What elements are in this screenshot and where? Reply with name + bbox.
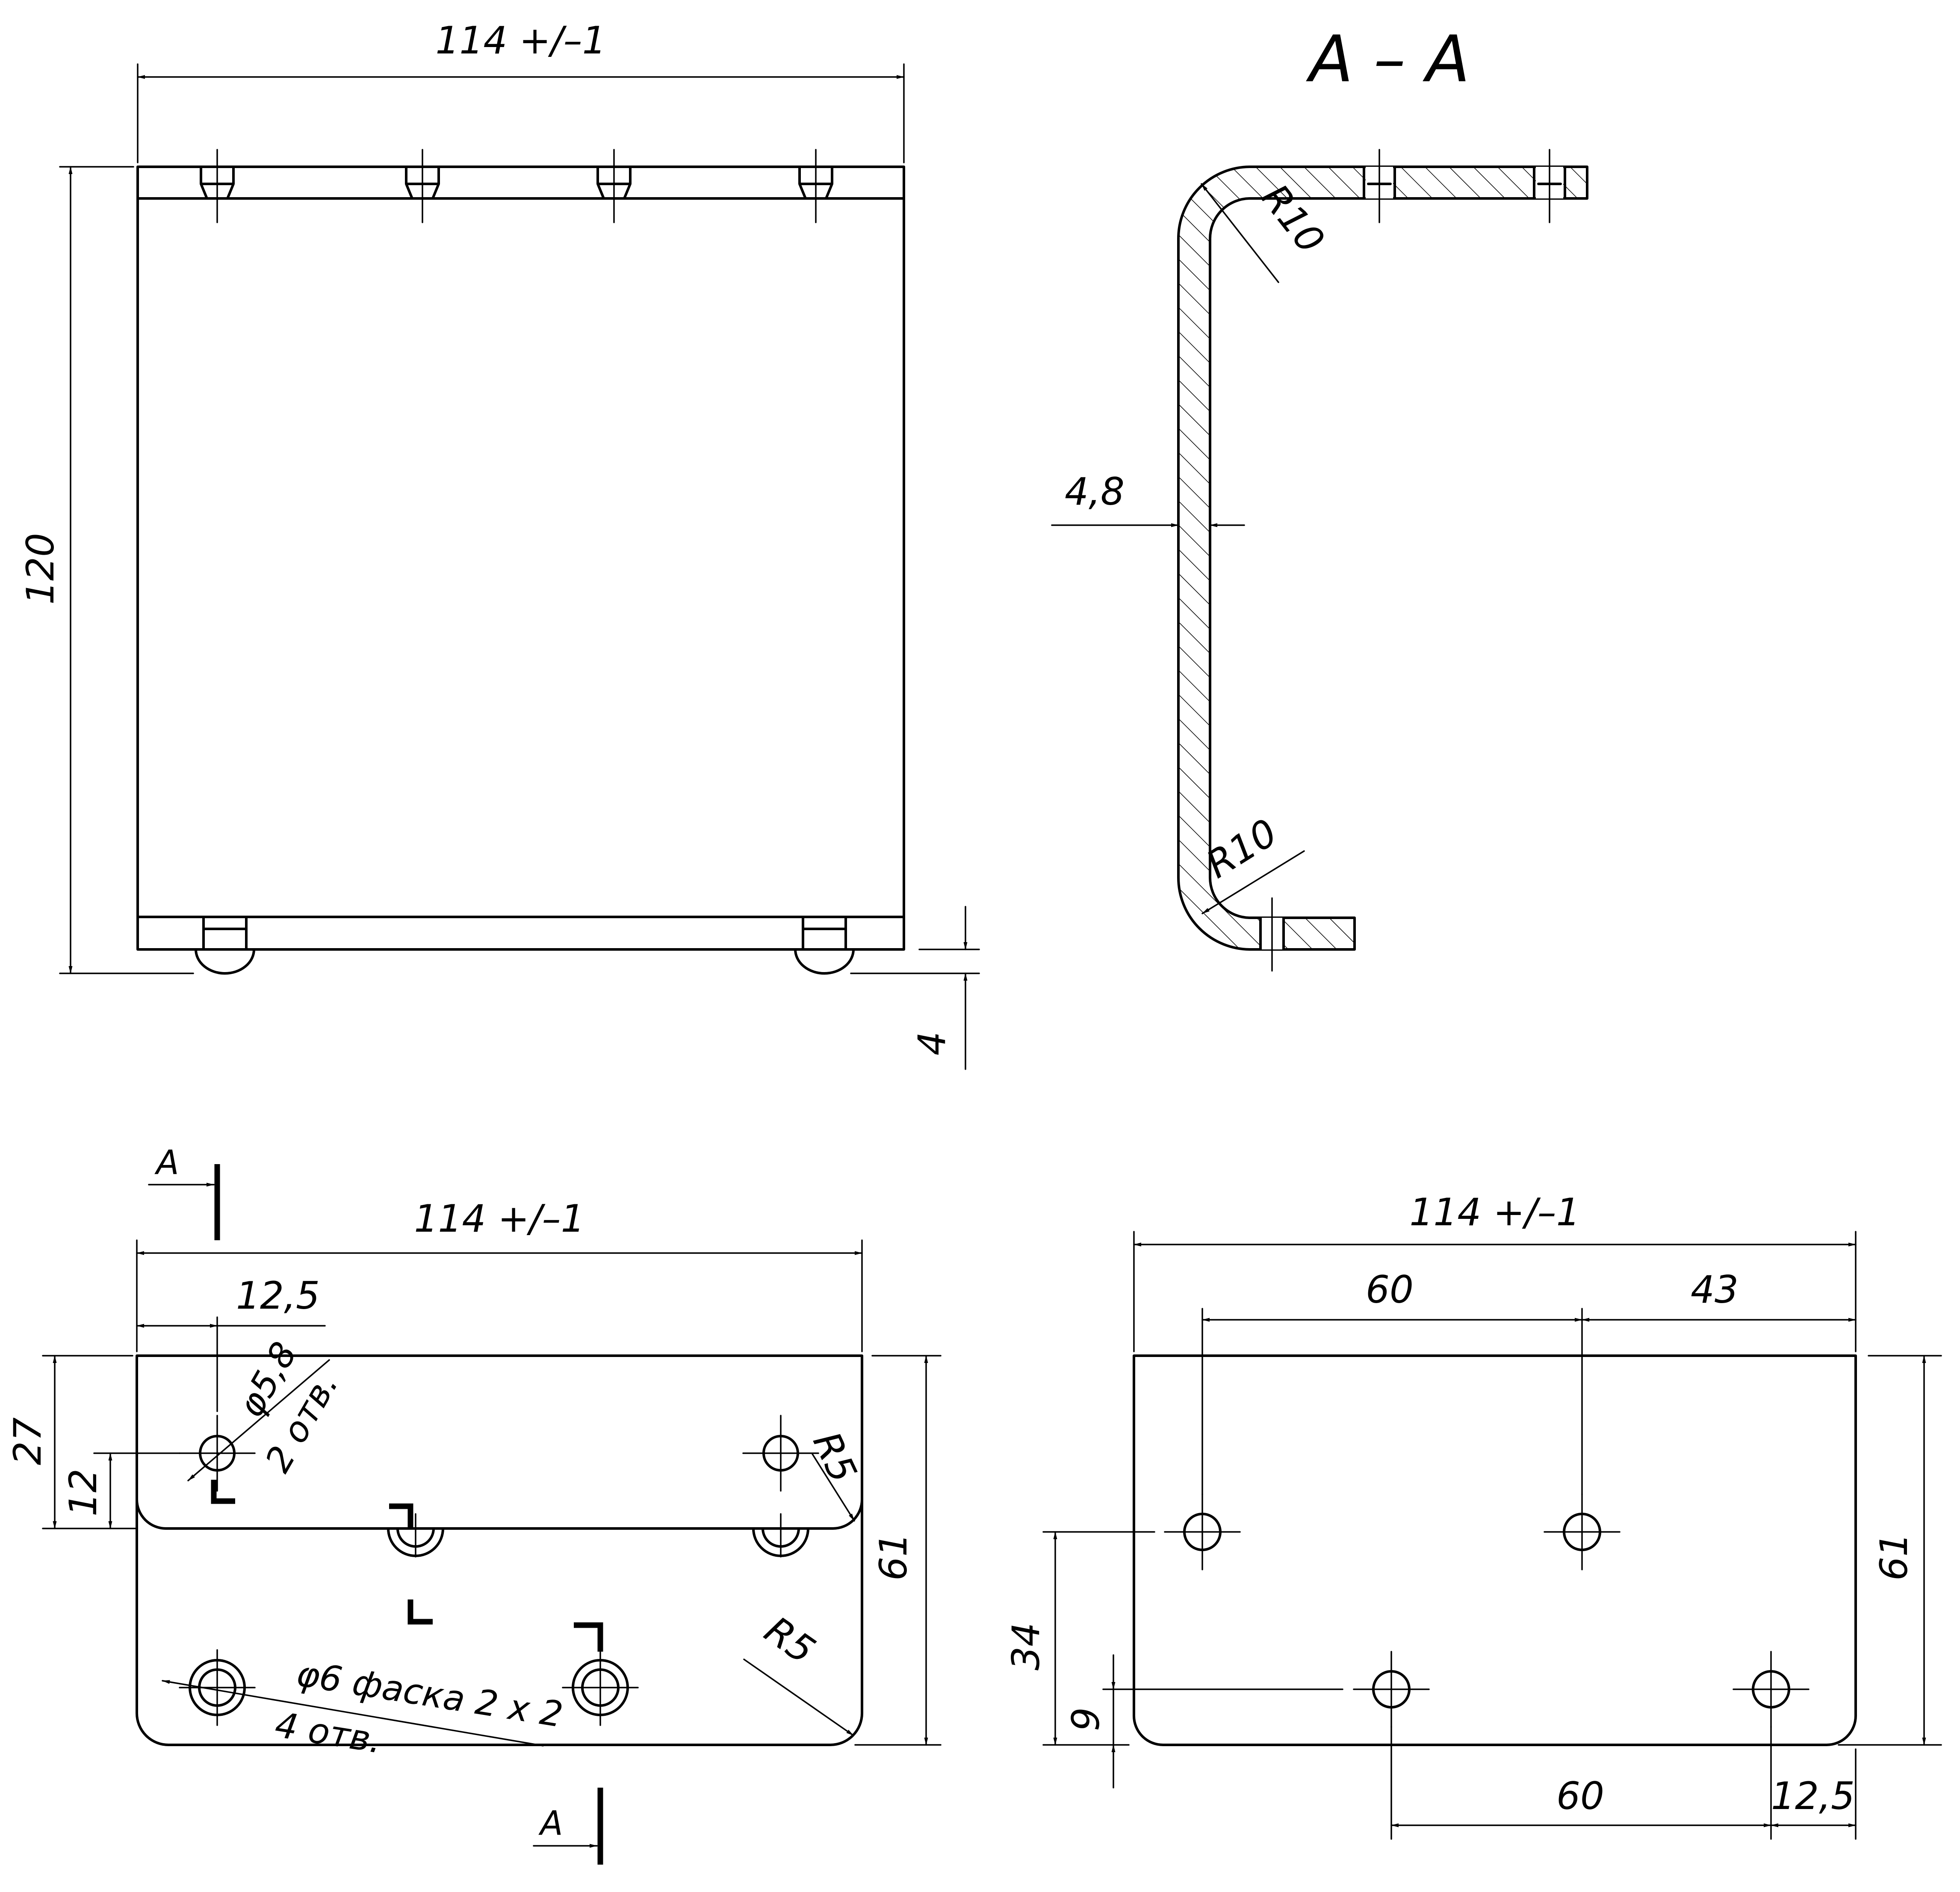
spacing-12-5-label: 12,5	[1771, 1774, 1855, 1818]
section-label-bottom: A	[538, 1804, 563, 1843]
height-12-label: 12	[61, 1469, 105, 1517]
section-profile	[1177, 166, 1588, 951]
spacing-60-top-label: 60	[1366, 1268, 1414, 1312]
rivet-head	[794, 916, 855, 975]
front-view: 114 +/–1 120 4	[18, 18, 980, 1070]
corner-mark	[574, 1622, 603, 1652]
protrusion-dim-label: 4	[910, 1032, 954, 1055]
height-34-label: 34	[1004, 1623, 1048, 1670]
side-outline	[1133, 1354, 1857, 1746]
corner-mark	[389, 1503, 413, 1528]
front-view-body	[136, 166, 905, 951]
countersunk-hole	[596, 149, 632, 223]
countersunk-hole	[405, 149, 440, 223]
side-hole	[1733, 1651, 1809, 1728]
radius-lower-label: R5	[757, 1608, 823, 1673]
radius-bottom-label: R10	[1198, 810, 1284, 887]
small-hole	[742, 1415, 819, 1492]
plan-view: A A 114 +/–1 12,5 φ5,8 2 отв. 27 12 61	[6, 1144, 942, 1865]
height-dim-label: 120	[18, 533, 62, 605]
countersunk-hole	[200, 149, 235, 223]
width-dim-label: 114 +/–1	[435, 18, 606, 62]
section-view: A – A 4,8 R10 R10	[1051, 22, 1588, 972]
section-label-top: A	[154, 1144, 179, 1182]
plan-outline	[136, 1354, 863, 1746]
chamfer-hole-count: 4 отв.	[272, 1705, 384, 1762]
hidden-hole	[387, 1513, 444, 1558]
chamfer-hole	[179, 1649, 256, 1726]
corner-mark	[407, 1599, 433, 1625]
section-hole	[1533, 149, 1566, 223]
thickness-dim-label: 4,8	[1065, 470, 1125, 514]
section-hole	[1259, 897, 1285, 972]
rivet-head	[195, 916, 255, 975]
height-9-label: 9	[1064, 1707, 1108, 1731]
section-title: A – A	[1306, 22, 1470, 97]
side-hole	[1544, 1493, 1621, 1570]
side-view: 114 +/–1 60 43 61 34 9 60 12,5	[1004, 1190, 1942, 1840]
radius-upper-label: R5	[804, 1425, 865, 1489]
side-height-61-label: 61	[1872, 1533, 1916, 1581]
small-hole	[179, 1415, 256, 1492]
hidden-hole	[752, 1513, 809, 1558]
chamfer-hole	[562, 1649, 639, 1726]
side-hole	[1164, 1493, 1241, 1570]
spacing-43-label: 43	[1691, 1268, 1739, 1312]
plan-flange-edge	[136, 1498, 863, 1530]
section-hole	[1363, 149, 1396, 223]
plan-width-dim-label: 114 +/–1	[414, 1197, 584, 1241]
side-hole	[1353, 1651, 1430, 1728]
hole-offset-dim-label: 12,5	[236, 1274, 320, 1318]
spacing-60-bottom-label: 60	[1556, 1774, 1604, 1818]
countersunk-hole	[798, 149, 833, 223]
height-61-label: 61	[871, 1533, 915, 1581]
side-width-dim-label: 114 +/–1	[1409, 1190, 1580, 1234]
height-27-label: 27	[6, 1417, 50, 1465]
corner-mark	[211, 1480, 235, 1504]
